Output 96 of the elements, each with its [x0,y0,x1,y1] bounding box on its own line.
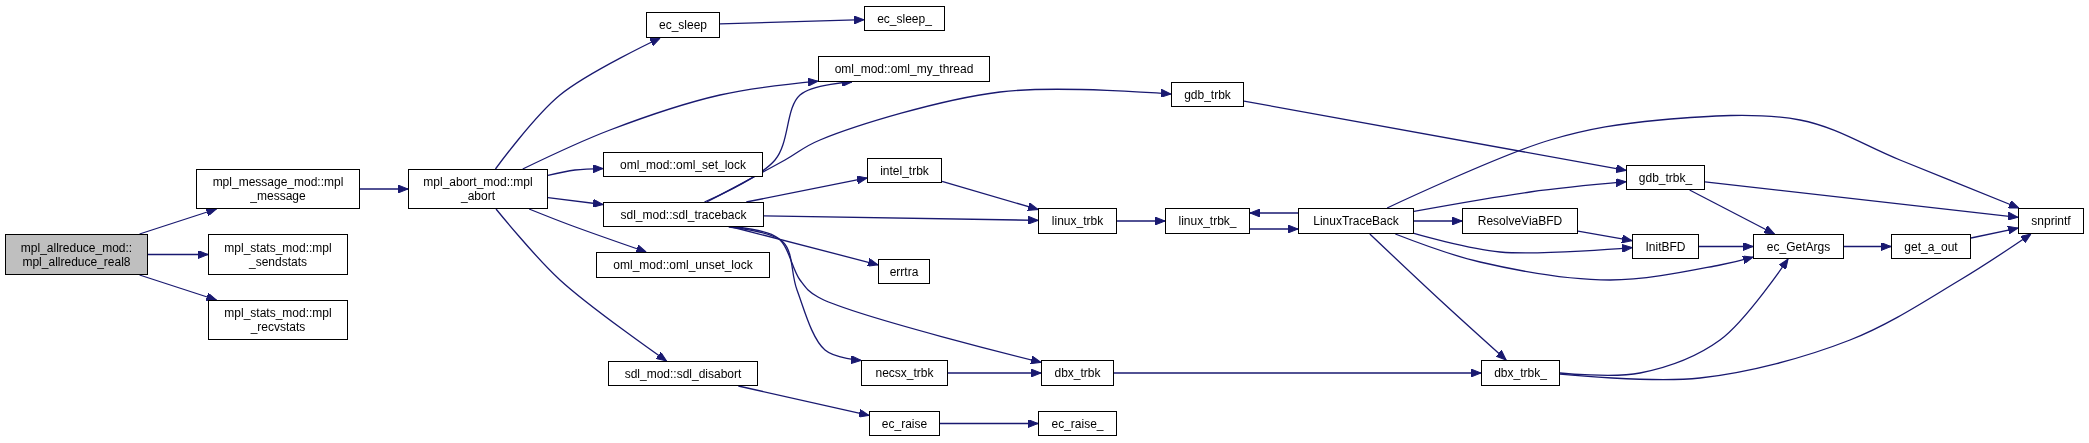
function-box [1626,165,1705,190]
call-arrow [138,207,218,235]
function-name: get_a_out [1904,239,1958,254]
function-box [864,6,945,31]
function-box [1753,234,1844,259]
call-arrow [939,419,1039,428]
function-name: ec_GetArgs [1766,239,1831,254]
call-arrow [1704,181,2019,221]
function-box [603,152,763,177]
call-arrow [1698,242,1754,251]
function-name: dbx_trbk [1054,366,1101,380]
call-arrow [1386,114,2020,209]
call-arrow [147,250,209,259]
call-arrow [1970,225,2019,239]
function-name: linux_trbk [1051,214,1104,228]
function-name: LinuxTraceBack [1313,214,1399,228]
function-name: mpl_abort_mod::mpl _abort [422,175,534,203]
function-box [1462,208,1578,234]
call-arrow [495,208,668,362]
function-box [646,12,720,38]
call-arrow [359,184,409,194]
function-name: oml_mod::oml_my_thread [834,62,974,76]
function-name: ResolveViaBFD [1477,214,1563,228]
function-box [1481,360,1560,386]
function-name: sdl_mod::sdl_disabort [624,366,742,381]
function-name: mpl_message_mod::mpl _message [211,175,345,203]
call-arrow [1413,232,1633,254]
call-arrow [1577,230,1633,244]
call-arrow [547,164,604,176]
function-name: linux_trbk_ [1178,214,1237,228]
call-arrow [1249,208,1299,218]
call-arrow [522,77,819,170]
call-arrow [138,274,218,302]
function-box [5,234,148,275]
function-box [818,56,990,82]
function-name: ec_raise [881,416,928,431]
function-box [603,202,764,227]
function-name: dbx_trbk_ [1494,366,1547,380]
call-arrow [1369,233,1507,361]
function-name: errtra [889,264,919,279]
function-box [596,252,770,278]
call-arrow [1113,368,1482,378]
call-arrow [1249,224,1299,234]
function-name: ec_sleep_ [877,11,932,26]
function-box [608,361,758,386]
function-box [1041,360,1114,386]
call-arrow [1413,178,1627,212]
function-box [1038,208,1117,234]
function-box [861,360,948,386]
function-name: InitBFD [1645,239,1686,254]
call-arrow [763,215,1039,225]
call-arrow [528,208,647,253]
function-name: necsx_trbk [875,366,934,380]
function-box [1298,208,1414,234]
call-arrow [1559,258,1789,376]
function-box [208,300,348,340]
call-arrow [706,88,1172,203]
call-arrow [1116,216,1166,226]
function-box [1038,411,1117,436]
function-box [1632,234,1699,259]
function-name: sdl_mod::sdl_traceback [620,207,747,222]
call-arrow [1394,233,1754,281]
function-box [867,158,942,183]
function-name: oml_mod::oml_unset_lock [613,258,753,272]
function-box [408,169,548,209]
call-arrow [941,180,1039,211]
function-name: gdb_trbk_ [1638,170,1693,185]
function-name: gdb_trbk [1184,87,1231,102]
function-name: intel_trbk [880,163,929,178]
call-arrow [737,385,870,418]
function-name: ec_sleep [658,18,707,32]
function-name: mpl_stats_mod::mpl _sendstats [223,240,333,269]
function-name: mpl_stats_mod::mpl _recvstats [223,306,333,334]
function-box [869,411,940,436]
call-arrow [947,368,1042,378]
function-box [1171,82,1244,107]
call-arrow [1559,233,2032,381]
function-box [1165,208,1250,234]
function-box [196,169,360,209]
function-name: ec_raise_ [1051,416,1104,431]
function-box [2018,208,2084,234]
function-box [208,234,348,275]
call-arrow [494,37,661,170]
call-arrow [719,15,865,25]
call-arrow [1413,216,1463,226]
call-arrow [1688,189,1776,235]
function-name: mpl_allreduce_mod:: mpl_allreduce_real8 [19,240,134,269]
function-name: snprintf [2031,214,2071,228]
function-box [1891,234,1971,259]
function-name: oml_mod::oml_set_lock [619,157,747,172]
call-arrow [547,197,604,208]
call-arrow [745,175,868,203]
call-arrow [728,226,862,365]
call-arrow [1243,100,1627,173]
function-box [878,259,930,284]
call-arrow [1843,242,1892,251]
